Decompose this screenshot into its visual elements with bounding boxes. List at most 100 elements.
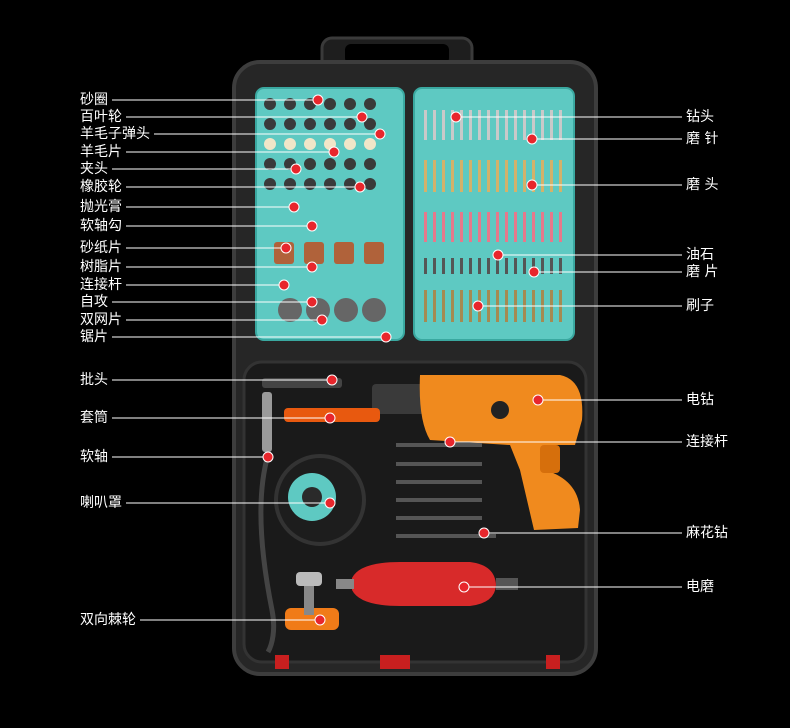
- tray-accessory: [442, 290, 445, 322]
- tray-accessory: [487, 212, 490, 242]
- tray-accessory: [550, 160, 553, 192]
- right-label: 刷子: [686, 298, 714, 314]
- tray-accessory: [505, 258, 508, 274]
- tray-accessory: [514, 258, 517, 274]
- right-label: 麻花钻: [686, 525, 728, 541]
- right-label: 电磨: [686, 579, 714, 595]
- tray-accessory: [304, 118, 316, 130]
- tray-accessory: [334, 242, 354, 264]
- tray-accessory: [505, 212, 508, 242]
- left-label-marker: [306, 296, 318, 308]
- left-label-marker: [278, 279, 290, 291]
- tray-accessory: [424, 290, 427, 322]
- right-label: 油石: [686, 247, 714, 263]
- right-label-marker: [492, 249, 504, 261]
- tray-accessory: [559, 110, 562, 140]
- tray-accessory: [451, 212, 454, 242]
- left-label-marker: [328, 146, 340, 158]
- tray-accessory: [304, 138, 316, 150]
- tray-accessory: [284, 98, 296, 110]
- left-label-marker: [326, 374, 338, 386]
- tray-accessory: [487, 110, 490, 140]
- tray-accessory: [344, 178, 356, 190]
- tray-accessory: [433, 110, 436, 140]
- left-label-marker: [354, 181, 366, 193]
- tray-accessory: [451, 258, 454, 274]
- tray-accessory: [514, 160, 517, 192]
- tray-accessory: [451, 110, 454, 140]
- tray-accessory: [264, 138, 276, 150]
- tray-accessory: [541, 160, 544, 192]
- right-label: 磨 针: [686, 131, 719, 147]
- drill: [372, 375, 583, 530]
- tray-accessory: [469, 258, 472, 274]
- left-label: 羊毛子弹头: [80, 126, 150, 142]
- right-label: 钻头: [686, 109, 714, 125]
- tray-accessory: [433, 290, 436, 322]
- tray-accessory: [550, 258, 553, 274]
- tray-accessory: [514, 110, 517, 140]
- tray-accessory: [550, 110, 553, 140]
- left-label: 批头: [80, 372, 108, 388]
- left-label: 砂圈: [80, 92, 108, 108]
- tray-accessory: [278, 298, 302, 322]
- left-label-marker: [262, 451, 274, 463]
- tray-accessory: [478, 212, 481, 242]
- left-label: 喇叭罩: [80, 495, 122, 511]
- tray-accessory: [451, 290, 454, 322]
- tray-accessory: [532, 258, 535, 274]
- left-label-marker: [324, 412, 336, 424]
- tray-accessory: [442, 160, 445, 192]
- tray-accessory: [532, 110, 535, 140]
- left-label-marker: [306, 220, 318, 232]
- left-label: 橡胶轮: [80, 179, 122, 195]
- tray-accessory: [469, 110, 472, 140]
- right-label-marker: [458, 581, 470, 593]
- tray-accessory: [496, 110, 499, 140]
- left-label-marker: [324, 497, 336, 509]
- tray-accessory: [469, 212, 472, 242]
- tray-accessory: [304, 178, 316, 190]
- tray-accessory: [451, 160, 454, 192]
- tray-accessory: [460, 212, 463, 242]
- right-label-marker: [472, 300, 484, 312]
- left-label-marker: [306, 261, 318, 273]
- tray-accessory: [364, 98, 376, 110]
- tray-accessory: [364, 158, 376, 170]
- tray-accessory: [442, 110, 445, 140]
- tray-accessory: [442, 258, 445, 274]
- right-label: 电钻: [686, 392, 714, 408]
- right-label-marker: [478, 527, 490, 539]
- left-label: 套筒: [80, 410, 108, 426]
- tray-accessory: [264, 158, 276, 170]
- tray-accessory: [487, 258, 490, 274]
- left-label-marker: [280, 242, 292, 254]
- tray-accessory: [324, 98, 336, 110]
- ratchet-tool: [285, 572, 339, 630]
- tray-accessory: [532, 212, 535, 242]
- tray-accessory: [541, 212, 544, 242]
- tray-accessory: [304, 242, 324, 264]
- tray-accessory: [496, 160, 499, 192]
- tray-accessory: [284, 138, 296, 150]
- tray-accessory: [469, 290, 472, 322]
- left-label-marker: [374, 128, 386, 140]
- left-label-marker: [314, 614, 326, 626]
- tray-accessory: [362, 298, 386, 322]
- tray-accessory: [541, 110, 544, 140]
- tray-accessory: [364, 178, 376, 190]
- tray-accessory: [505, 110, 508, 140]
- left-label: 树脂片: [80, 259, 122, 275]
- tray-accessory: [496, 258, 499, 274]
- left-label-marker: [356, 111, 368, 123]
- right-label-marker: [528, 266, 540, 278]
- tray-accessory: [324, 178, 336, 190]
- tray-accessory: [424, 160, 427, 192]
- left-label-marker: [380, 331, 392, 343]
- left-label: 双向棘轮: [80, 612, 136, 628]
- tray-accessory: [442, 212, 445, 242]
- tray-accessory: [505, 160, 508, 192]
- tray-accessory: [344, 158, 356, 170]
- tray-accessory: [324, 118, 336, 130]
- tray-accessory: [523, 258, 526, 274]
